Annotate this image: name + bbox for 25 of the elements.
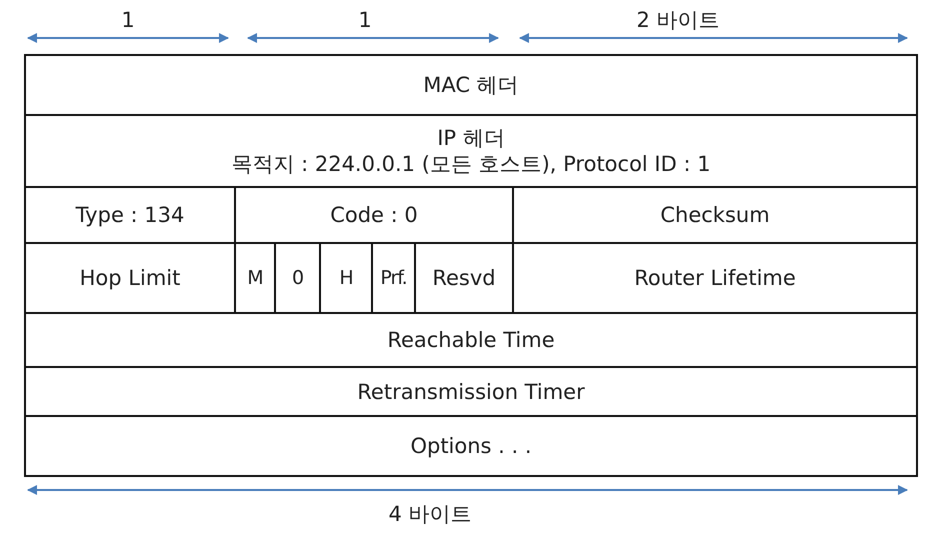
field-cell [24,366,918,417]
dimension-label: 2 바이트 [636,7,720,34]
field-label: Options . . . [410,433,532,459]
field-title: IP 헤더 [437,125,505,151]
dimension-label: 4 바이트 [388,501,472,528]
field-label: Code : 0 [330,202,418,228]
field-label: Resvd [432,265,496,291]
field-cell [24,114,918,188]
field-label: 0 [292,266,304,291]
field-label: Reachable Time [387,327,555,353]
dimension-label: 1 [121,8,135,32]
dimension-label: 1 [358,8,372,32]
field-label: Hop Limit [80,265,180,291]
field-label: M [247,266,263,291]
field-cell [24,312,918,368]
field-label: H [339,266,353,291]
field-label: Router Lifetime [634,265,796,291]
field-label: Checksum [660,202,770,228]
field-label: Prf. [380,266,407,291]
field-label: MAC 헤더 [423,72,519,98]
field-label: Type : 134 [76,202,184,228]
field-label: Retransmission Timer [357,378,585,404]
field-text: 목적지 : 224.0.0.1 (모든 호스트), Protocol ID : 1 [231,151,711,177]
field-cell [24,54,918,116]
field-cell [24,415,918,477]
